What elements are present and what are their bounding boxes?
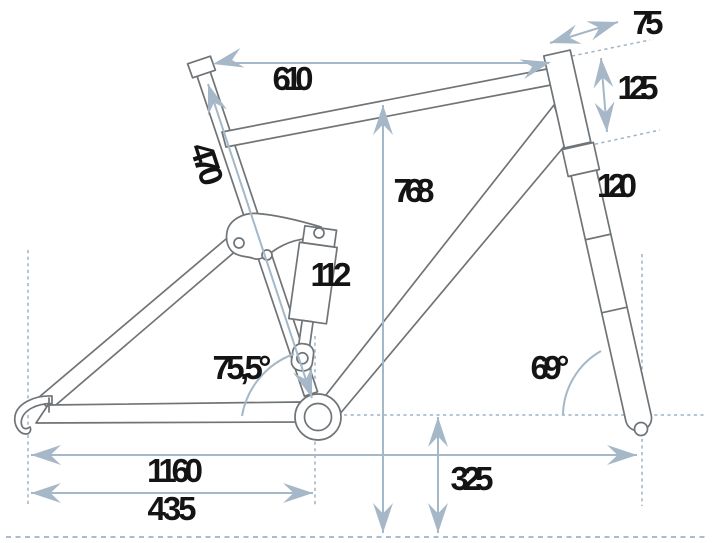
- dim-label-head-tube: 125: [618, 69, 659, 106]
- fork-seam: [600, 306, 628, 314]
- top-tube: [221, 68, 552, 148]
- dim-label-stem: 75: [633, 4, 664, 41]
- rocker-pivot-stay: [233, 237, 245, 249]
- dim-label-bb-height: 325: [451, 460, 494, 497]
- front-axle: [633, 421, 649, 437]
- head-tube-bottom-guide: [581, 129, 661, 148]
- dim-label-top-tube: 610: [273, 60, 314, 97]
- bottom-bracket-bore: [303, 402, 333, 432]
- head-tube-top-guide: [571, 39, 651, 57]
- dim-line-head-tube: [593, 57, 615, 133]
- dim-label-head-angle: 69°: [531, 349, 570, 386]
- fork-crown: [561, 141, 601, 178]
- rocker-pivot-shock: [313, 227, 325, 239]
- dimension-arrows: [31, 21, 637, 533]
- seat-angle-arc: [241, 353, 295, 417]
- dimension-labels: 610 470 75 125 120 768 112 75,5° 69° 116…: [147, 4, 664, 527]
- dim-label-fork: 120: [597, 167, 637, 204]
- seat-stay: [37, 238, 239, 411]
- dim-label-shock: 112: [311, 256, 352, 293]
- chainstay: [35, 401, 303, 424]
- head-tube: [542, 49, 592, 149]
- dim-label-seat-angle: 75,5°: [213, 349, 272, 386]
- dim-line-seat-tube: [207, 83, 313, 399]
- dim-label-chainstay: 435: [148, 490, 197, 527]
- dim-label-wheelbase: 1160: [147, 452, 203, 489]
- dim-line-stem: [549, 21, 619, 44]
- dim-label-seat-height: 768: [394, 172, 435, 209]
- head-angle-arc: [562, 350, 602, 416]
- seat-clamp: [186, 55, 217, 79]
- rear-dropout: [13, 395, 53, 435]
